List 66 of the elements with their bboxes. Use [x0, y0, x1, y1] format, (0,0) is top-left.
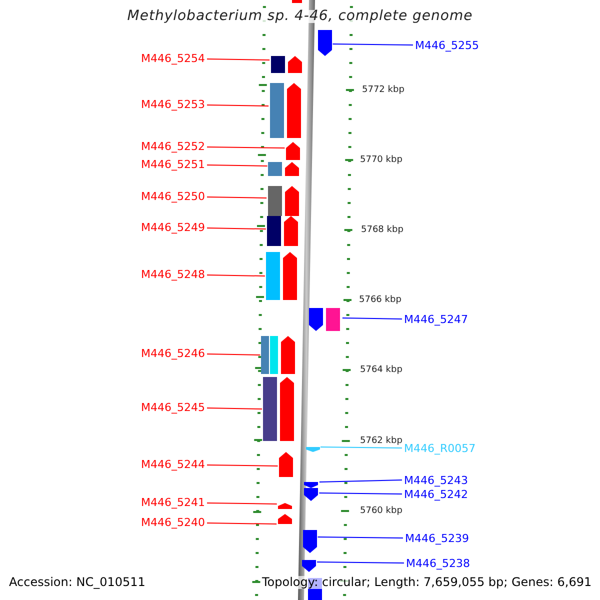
gene-arrow-drawing — [309, 308, 342, 331]
gene-label: M446_5244 — [141, 458, 205, 470]
leader-line — [206, 274, 266, 276]
gene-arrow-drawing — [286, 142, 300, 160]
gene-arrow-drawing — [266, 252, 297, 300]
gene-label: M446_5238 — [406, 556, 470, 570]
gene-label: M446_5243 — [404, 474, 468, 486]
leader-line — [206, 408, 262, 410]
scale-label: 5762 kbp — [360, 435, 402, 448]
gene-label: M446_5254 — [141, 52, 205, 64]
gene-arrow-drawing — [270, 56, 302, 73]
gene-arrow-drawing — [270, 83, 301, 138]
gene-arrow-drawing — [304, 482, 318, 488]
gene-arrow-drawing — [268, 162, 300, 176]
gene-arrow-drawing — [278, 503, 292, 509]
leader-line — [206, 146, 286, 148]
gene-arrow-drawing — [261, 336, 296, 374]
gene-label: M446_5239 — [405, 532, 469, 544]
scale-label: 5766 kbp — [359, 294, 402, 307]
leader-line — [206, 58, 270, 60]
leader-line — [318, 480, 402, 482]
gene-label: M446_5255 — [415, 38, 479, 52]
scale-label: 5764 kbp — [360, 364, 402, 377]
scale-label: 5770 kbp — [360, 154, 402, 167]
leader-line — [206, 522, 278, 524]
gene-label: M446_R0057 — [404, 442, 476, 454]
gene-label: M446_5251 — [141, 158, 205, 170]
gene-label: M446_5241 — [141, 496, 205, 508]
scale-label: 5760 kbp — [360, 505, 402, 518]
leader-line — [342, 318, 402, 320]
gene-label: M446_5250 — [141, 190, 205, 202]
gene-label: M446_5246 — [141, 346, 205, 360]
leader-line — [206, 354, 261, 356]
leader-line — [332, 44, 414, 46]
gene-arrow-drawing — [306, 447, 320, 452]
leader-line — [206, 104, 270, 106]
gene-label: M446_5252 — [141, 140, 205, 152]
gene-label: M446_5245 — [141, 400, 205, 414]
gene-label: M446_5249 — [141, 220, 205, 234]
leader-line — [320, 446, 402, 448]
gene-arrow-drawing — [278, 452, 293, 477]
genome-summary-label: Topology: circular; Length: 7,659,055 bp; Genes: 6,691 — [262, 576, 592, 589]
gene-label: M446_5240 — [141, 516, 205, 528]
leader-line — [206, 164, 268, 166]
scale-label: 5772 kbp — [362, 84, 404, 97]
gene-arrow-drawing — [302, 560, 316, 572]
gene-arrow-drawing — [278, 514, 292, 524]
gene-label: M446_5248 — [141, 268, 205, 280]
scale-label: 5768 kbp — [361, 224, 404, 237]
gene-arrow-drawing — [302, 530, 317, 553]
leader-line — [206, 502, 278, 504]
gene-label: M446_5253 — [141, 98, 205, 110]
leader-line — [316, 562, 404, 564]
leader-line — [206, 228, 266, 230]
gene-arrow-drawing — [266, 216, 298, 246]
leader-line — [318, 492, 402, 494]
leader-line — [206, 464, 278, 466]
accession-label: Accession: NC_010511 — [9, 576, 146, 589]
gene-arrow-drawing — [263, 377, 294, 441]
leader-line — [317, 536, 404, 538]
gene-label: M446_5247 — [404, 312, 468, 326]
gene-arrow-drawing — [318, 30, 332, 56]
title: Methylobacterium sp. 4-46, complete genome — [127, 10, 473, 23]
leader-line — [206, 196, 268, 198]
gene-arrow-drawing — [268, 186, 299, 216]
gene-label: M446_5242 — [404, 488, 468, 500]
